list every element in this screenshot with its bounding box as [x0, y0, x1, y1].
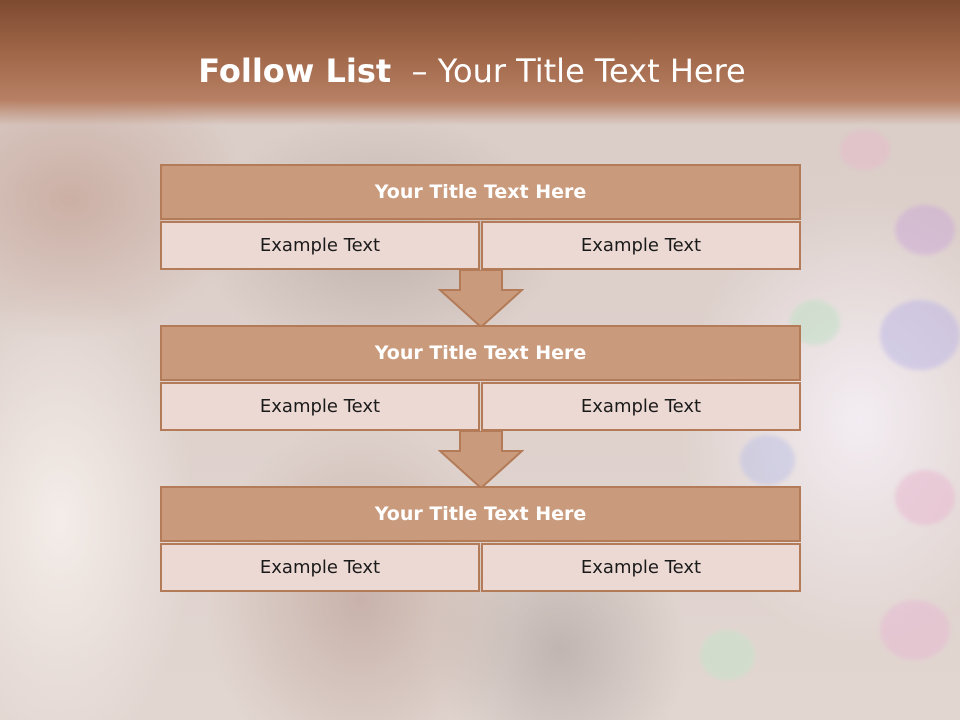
list-block-3: Your Title Text Here Example Text Exampl…: [160, 486, 801, 592]
header-band: [0, 0, 960, 125]
block-title: Your Title Text Here: [160, 164, 801, 220]
block-title: Your Title Text Here: [160, 486, 801, 542]
list-block-1: Your Title Text Here Example Text Exampl…: [160, 164, 801, 270]
block-row: Example Text Example Text: [160, 543, 801, 592]
block-cell-right: Example Text: [481, 382, 801, 431]
block-cell-left: Example Text: [160, 382, 480, 431]
block-row: Example Text Example Text: [160, 221, 801, 270]
block-cell-right: Example Text: [481, 543, 801, 592]
block-title: Your Title Text Here: [160, 325, 801, 381]
slide-title-rest: – Your Title Text Here: [391, 52, 746, 90]
down-arrow-icon: [438, 431, 524, 489]
block-row: Example Text Example Text: [160, 382, 801, 431]
block-cell-left: Example Text: [160, 221, 480, 270]
list-block-2: Your Title Text Here Example Text Exampl…: [160, 325, 801, 431]
block-cell-right: Example Text: [481, 221, 801, 270]
block-cell-left: Example Text: [160, 543, 480, 592]
slide-title: Follow List – Your Title Text Here: [0, 52, 944, 90]
slide-title-bold: Follow List: [198, 52, 392, 90]
down-arrow-icon: [438, 270, 524, 328]
